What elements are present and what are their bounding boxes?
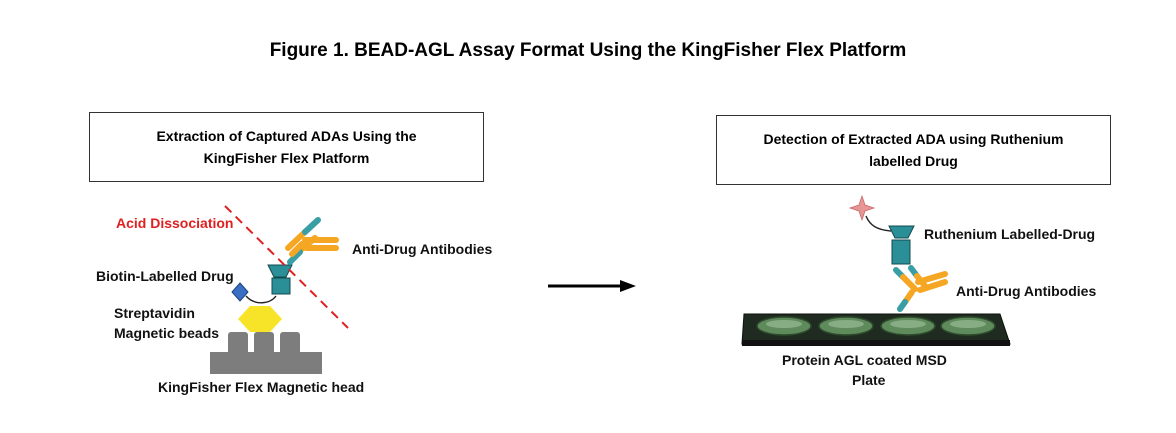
- arrow-icon: [548, 280, 636, 292]
- ruthenium-drug-icon: [888, 225, 915, 265]
- extraction-box-line1: Extraction of Captured ADAs Using the: [156, 128, 417, 144]
- biotin-icon: [231, 282, 249, 302]
- acid-dissociation-label: Acid Dissociation: [116, 215, 234, 231]
- plate-label-line2: Plate: [852, 372, 886, 388]
- streptavidin-label: Streptavidin: [114, 305, 195, 321]
- figure-title: Figure 1. BEAD-AGL Assay Format Using th…: [269, 40, 907, 61]
- ruthenium-drug-label: Ruthenium Labelled-Drug: [924, 226, 1096, 242]
- plate-label-line1: Protein AGL coated MSD: [782, 352, 947, 368]
- extraction-box-line2: KingFisher Flex Platform: [203, 150, 370, 166]
- plate-antibody-icon: [893, 265, 948, 312]
- detection-box-line1: Detection of Extracted ADA using Rutheni…: [763, 131, 1064, 147]
- ruthenium-linker-icon: [865, 215, 892, 232]
- msd-plate-icon: [741, 313, 1011, 346]
- ruthenium-star-icon: [848, 194, 876, 222]
- anti-drug-antibodies-label-left: Anti-Drug Antibodies: [352, 241, 493, 257]
- biotin-drug-label: Biotin-Labelled Drug: [96, 268, 234, 284]
- magnetic-head-icon: [210, 332, 322, 374]
- magnetic-beads-label: Magnetic beads: [114, 325, 220, 341]
- detection-box: Detection of Extracted ADA using Rutheni…: [716, 115, 1111, 185]
- extraction-box: Extraction of Captured ADAs Using the Ki…: [89, 112, 484, 182]
- detection-box-line2: labelled Drug: [869, 153, 958, 169]
- antibody-icon: [285, 217, 339, 265]
- linker-icon: [245, 295, 277, 304]
- anti-drug-antibodies-label-right: Anti-Drug Antibodies: [956, 283, 1097, 299]
- streptavidin-bead-icon: [238, 306, 282, 332]
- drug-icon: [267, 264, 293, 295]
- magnetic-head-label: KingFisher Flex Magnetic head: [158, 379, 365, 395]
